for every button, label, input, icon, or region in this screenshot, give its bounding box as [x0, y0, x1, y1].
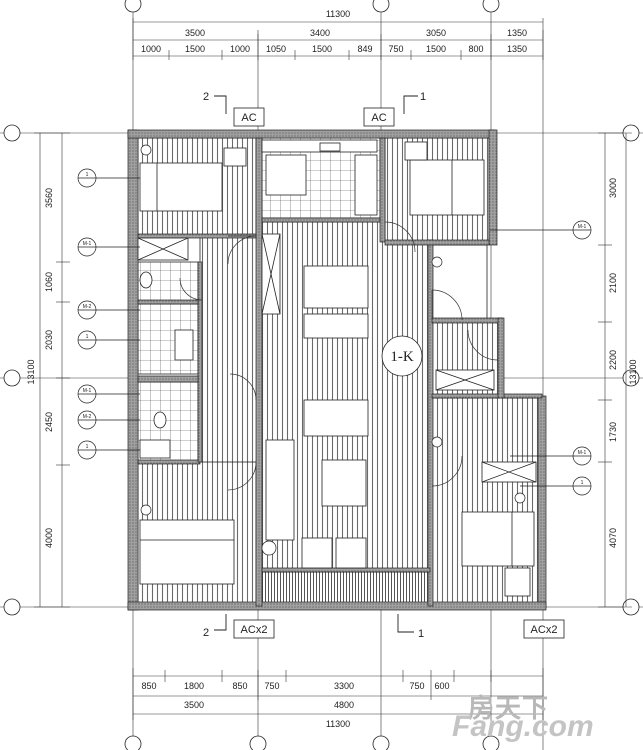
top-subdimension: 1500 — [185, 44, 205, 54]
top-subdimension: 750 — [388, 44, 403, 54]
callout-label: M-1 — [578, 224, 587, 230]
watermark-text: Fang.com — [452, 710, 594, 743]
right-dimension: 1730 — [608, 422, 618, 442]
callout-label: M-1 — [83, 241, 92, 247]
top-subdimension: 1350 — [507, 44, 527, 54]
right-callouts — [490, 220, 592, 496]
bottom-dimension: 600 — [434, 681, 449, 691]
top-dimension-lines — [132, 18, 544, 60]
grid-marker-bottom-right: 1 — [418, 628, 424, 640]
door-swings — [179, 221, 499, 491]
right-dimension: 2200 — [608, 350, 618, 370]
top-subdimension: 849 — [357, 44, 372, 54]
callout-label: M-2 — [83, 304, 92, 310]
kitchen-counter — [261, 139, 378, 153]
bed-top-left — [139, 162, 223, 212]
callout-label: 1 — [86, 334, 89, 340]
right-dimension: 2100 — [608, 273, 618, 293]
fang-watermark: 房天下 Fang.com — [452, 688, 642, 748]
ac-boxes — [233, 107, 565, 639]
left-dimension: 2030 — [44, 330, 54, 350]
left-callouts — [77, 168, 140, 460]
sofa — [303, 399, 369, 437]
top-total-dimension: 11300 — [326, 9, 350, 19]
left-dimension: 3560 — [44, 188, 54, 208]
dining-table — [303, 265, 369, 309]
callout-label: 1 — [581, 480, 584, 486]
callout-label: M-1 — [578, 450, 587, 456]
left-dimension: 1060 — [44, 272, 54, 292]
grid-marker-top-right: 1 — [420, 91, 426, 103]
top-subdimension: 1500 — [426, 44, 446, 54]
grid-marker-top-left: 2 — [203, 91, 209, 103]
top-dimension: 3500 — [185, 28, 205, 38]
ac-box-label: ACx2 — [531, 624, 558, 636]
bottom-dimension: 750 — [264, 681, 279, 691]
bottom-dimension: 4800 — [334, 700, 354, 710]
callout-label: 1 — [86, 172, 89, 178]
grid-marker-bottom-left: 2 — [203, 627, 209, 639]
bottom-dimension: 750 — [409, 681, 424, 691]
plan-markers — [140, 144, 526, 556]
left-dimension-lines — [34, 132, 70, 608]
unit-label-bubble — [381, 335, 423, 377]
top-subdimension: 1000 — [230, 44, 250, 54]
ac-box-label: AC — [371, 112, 386, 124]
right-dimension: 4070 — [608, 528, 618, 548]
furniture — [137, 139, 537, 597]
bottom-dimension: 850 — [232, 681, 247, 691]
bed-top-right — [409, 159, 485, 216]
top-dimension: 1350 — [507, 28, 527, 38]
callout-label: M-1 — [83, 388, 92, 394]
bed-bottom-right — [461, 511, 535, 567]
top-dimension: 3050 — [426, 28, 446, 38]
unit-label: 1-K — [390, 349, 413, 365]
ac-box-label: AC — [241, 112, 256, 124]
ac-box-label: ACx2 — [241, 624, 268, 636]
top-subdimension: 1000 — [141, 44, 161, 54]
left-dimension: 4000 — [44, 528, 54, 548]
walls — [127, 129, 547, 611]
right-total-dimension: 13100 — [628, 359, 638, 384]
coffee-table — [321, 459, 367, 507]
right-dimension-lines — [598, 132, 632, 608]
bottom-dimension: 1800 — [184, 681, 204, 691]
bottom-dimension: 850 — [141, 681, 156, 691]
top-subdimension: 1050 — [266, 44, 286, 54]
section-markers — [214, 95, 418, 633]
left-total-dimension: 13100 — [26, 359, 36, 384]
bottom-total-dimension: 11300 — [326, 719, 350, 729]
callout-label: 1 — [86, 444, 89, 450]
bed-bottom-left — [139, 519, 235, 585]
bottom-dimension-lines — [132, 668, 544, 720]
bottom-dimension: 3300 — [334, 681, 354, 691]
bottom-dimension: 3500 — [184, 700, 204, 710]
grid-bubbles — [3, 0, 640, 750]
right-dimension: 3000 — [608, 178, 618, 198]
watermark-logo: 房天下 — [468, 694, 550, 724]
top-subdimension: 1500 — [312, 44, 332, 54]
top-dimension: 3400 — [310, 28, 330, 38]
top-subdimension: 800 — [468, 44, 483, 54]
callout-label: M-2 — [83, 414, 92, 420]
left-dimension: 2450 — [44, 412, 54, 432]
